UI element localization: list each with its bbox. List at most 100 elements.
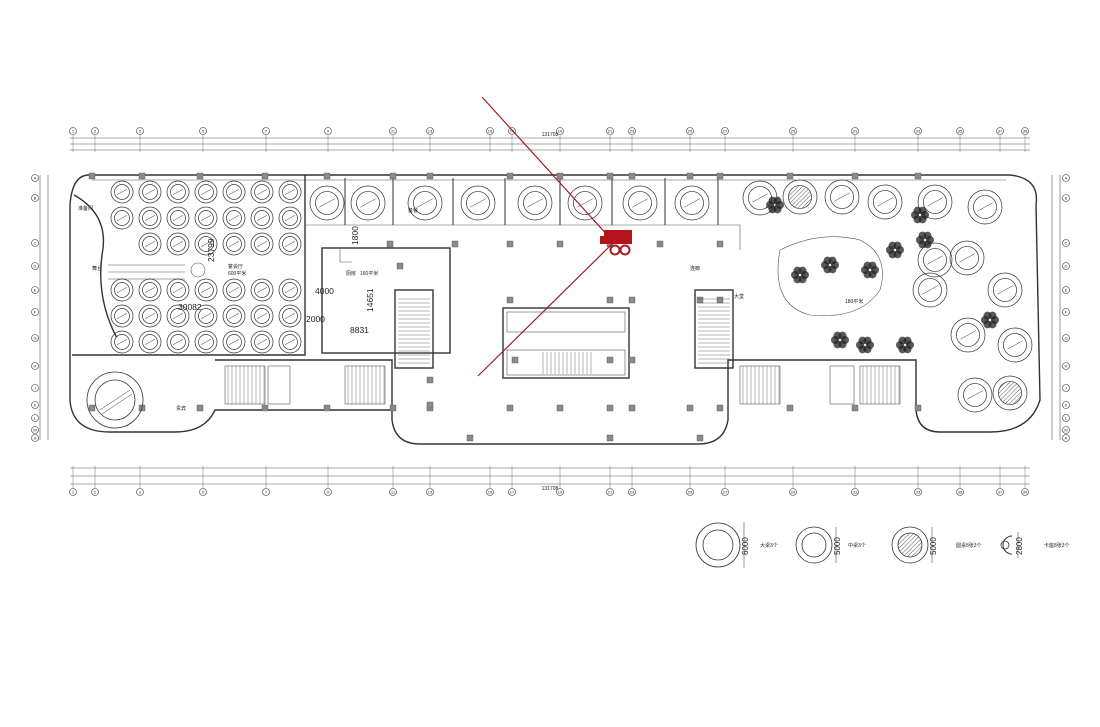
legend-large-table: 6000 大桌3个 bbox=[695, 522, 778, 568]
grid-bubble-label: 23 bbox=[630, 129, 635, 134]
grid-bubble-label: 35 bbox=[958, 490, 963, 495]
column bbox=[506, 296, 514, 304]
bottom-total-dimension: 131708 bbox=[542, 486, 559, 492]
grid-bubble: D bbox=[31, 262, 39, 270]
bottom-dimension-lines: 131708 bbox=[70, 467, 1030, 492]
grid-bubble: M bbox=[31, 426, 39, 434]
grid-bubble: A bbox=[1062, 174, 1070, 182]
dim-4000: 4000 bbox=[315, 286, 334, 296]
banquet-table bbox=[250, 304, 274, 328]
column bbox=[606, 172, 614, 180]
grid-bubble: F bbox=[1062, 308, 1070, 316]
banquet-table bbox=[278, 232, 302, 256]
grid-bubble: 39 bbox=[1021, 127, 1029, 135]
grid-bubble-label: 11 bbox=[391, 490, 396, 495]
top-dimension-lines: 131708 bbox=[70, 132, 1030, 151]
top-total-dimension: 131708 bbox=[542, 132, 559, 138]
grid-bubble: 37 bbox=[996, 488, 1004, 496]
grid-bubble: 11 bbox=[389, 127, 397, 135]
grid-bubble: 29 bbox=[789, 127, 797, 135]
banquet-table bbox=[250, 278, 274, 302]
label-kitchen-area: 160平米 bbox=[360, 270, 378, 277]
banquet-table bbox=[138, 232, 162, 256]
grid-bubble: 5 bbox=[199, 488, 207, 496]
grid-bubble: M bbox=[1062, 426, 1070, 434]
legend-booth-seat: 2800 卡座8张3个 bbox=[1000, 532, 1070, 558]
garden-table bbox=[992, 375, 1028, 411]
grid-bubble-label: 37 bbox=[998, 490, 1003, 495]
svg-text:大桌3个: 大桌3个 bbox=[760, 542, 778, 549]
grid-bubble-label: A bbox=[34, 436, 37, 441]
banquet-table bbox=[222, 278, 246, 302]
grid-bubble: 13 bbox=[426, 127, 434, 135]
grid-bubble-label: 15 bbox=[488, 129, 493, 134]
grid-bubble-label: 11 bbox=[391, 129, 396, 134]
grid-bubble: 31 bbox=[851, 127, 859, 135]
column bbox=[426, 172, 434, 180]
grid-bubble: H bbox=[1062, 362, 1070, 370]
grid-bubble-label: 2 bbox=[94, 490, 97, 495]
grid-bubble: 37 bbox=[996, 127, 1004, 135]
pointer-line-lower bbox=[477, 243, 613, 377]
column bbox=[628, 356, 636, 364]
grid-bubble: 2 bbox=[91, 127, 99, 135]
banquet-table bbox=[194, 180, 218, 204]
banquet-table bbox=[110, 330, 134, 354]
garden-table bbox=[917, 242, 953, 278]
grid-bubble-label: D bbox=[34, 264, 37, 269]
grid-bubble: A bbox=[31, 434, 39, 442]
banquet-table bbox=[166, 206, 190, 230]
tree-icon bbox=[831, 331, 849, 349]
banquet-table bbox=[278, 278, 302, 302]
column bbox=[506, 404, 514, 412]
grid-bubble-label: 15 bbox=[488, 490, 493, 495]
grid-bubble: F bbox=[31, 308, 39, 316]
grid-bubble: J bbox=[1062, 384, 1070, 392]
grid-bubble-label: E bbox=[34, 288, 37, 293]
grid-bubble-label: 9 bbox=[327, 129, 330, 134]
column bbox=[851, 404, 859, 412]
column bbox=[716, 296, 724, 304]
grid-bubble: 17 bbox=[508, 488, 516, 496]
grid-bubble: 9 bbox=[324, 127, 332, 135]
banquet-table bbox=[250, 330, 274, 354]
column bbox=[606, 434, 614, 442]
grid-bubble: 27 bbox=[721, 488, 729, 496]
svg-text:5000: 5000 bbox=[929, 537, 938, 555]
garden-table bbox=[912, 272, 948, 308]
grid-bubble: C bbox=[31, 239, 39, 247]
grid-bubble: B bbox=[31, 194, 39, 202]
dim-8831: 8831 bbox=[350, 325, 369, 335]
label-lobby: 大堂 bbox=[734, 293, 744, 300]
private-room-table bbox=[350, 185, 386, 221]
legend-medium-table: 5000 中桌3个 bbox=[795, 526, 866, 564]
stair bbox=[542, 352, 592, 374]
column bbox=[389, 404, 397, 412]
grid-bubble-label: F bbox=[1065, 310, 1068, 315]
banquet-table bbox=[138, 278, 162, 302]
tree-icon bbox=[911, 206, 929, 224]
garden-table bbox=[824, 179, 860, 215]
banquet-table bbox=[250, 232, 274, 256]
banquet-table bbox=[278, 304, 302, 328]
label-corridor: 连廊 bbox=[690, 265, 700, 272]
location-indicator bbox=[477, 96, 632, 377]
column bbox=[606, 296, 614, 304]
grid-bubble-label: 7 bbox=[265, 490, 268, 495]
label-banquet-area: 600平米 bbox=[228, 270, 246, 277]
grid-bubble-label: 19 bbox=[558, 129, 563, 134]
banquet-table bbox=[250, 206, 274, 230]
grid-bubble: 3 bbox=[136, 127, 144, 135]
grid-bubble: L bbox=[1062, 414, 1070, 422]
grid-bubble: H bbox=[31, 362, 39, 370]
grid-bubble-label: 35 bbox=[958, 129, 963, 134]
grid-bubble: 7 bbox=[262, 488, 270, 496]
banquet-table bbox=[278, 180, 302, 204]
column bbox=[88, 404, 96, 412]
grid-bubble: 29 bbox=[789, 488, 797, 496]
banquet-table bbox=[138, 206, 162, 230]
label-storage: 备餐 bbox=[408, 207, 418, 214]
stair bbox=[862, 366, 900, 404]
banquet-hall-tables bbox=[110, 180, 302, 354]
grid-bubble-label: A bbox=[34, 176, 37, 181]
